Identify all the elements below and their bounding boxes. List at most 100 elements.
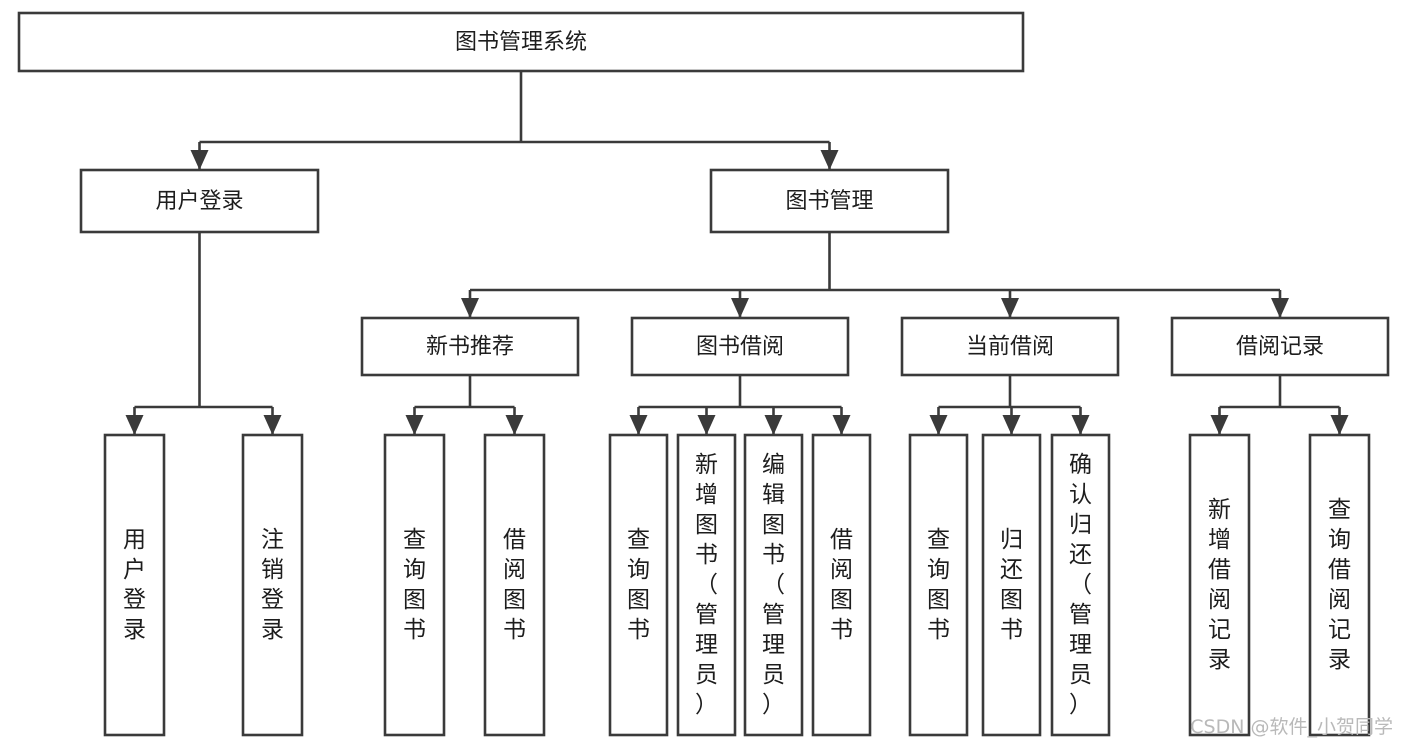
node-box xyxy=(383,433,446,737)
svg-text:增: 增 xyxy=(695,482,718,508)
node-label: 用户登录 xyxy=(123,527,146,643)
svg-text:书: 书 xyxy=(627,617,650,643)
svg-text:）: ） xyxy=(695,692,718,718)
node-root[interactable]: 图书管理系统 xyxy=(17,11,1025,73)
svg-text:查: 查 xyxy=(627,527,650,553)
arrow-head-icon xyxy=(190,150,209,170)
node-box xyxy=(241,433,304,737)
arrow-head-icon xyxy=(1271,298,1289,318)
svg-text:）: ） xyxy=(1069,692,1092,718)
node-box xyxy=(630,316,850,377)
svg-text:新: 新 xyxy=(1208,497,1231,523)
arrow-head-icon xyxy=(125,415,144,435)
svg-text:图: 图 xyxy=(503,587,526,613)
svg-text:（: （ xyxy=(762,572,785,598)
node-layer: 图书管理系统用户登录图书管理新书推荐图书借阅当前借阅借阅记录用户登录注销登录查询… xyxy=(17,11,1390,737)
svg-text:图: 图 xyxy=(627,587,650,613)
node-l2-borrow-book[interactable]: 图书借阅 xyxy=(630,316,850,377)
arrow-head-icon xyxy=(1330,415,1349,435)
svg-text:查: 查 xyxy=(403,527,426,553)
node-box xyxy=(1170,316,1390,377)
node-l2-new-book[interactable]: 新书推荐 xyxy=(360,316,580,377)
node-label: 图书借阅 xyxy=(696,335,784,360)
svg-text:图: 图 xyxy=(403,587,426,613)
svg-text:归: 归 xyxy=(1000,527,1023,553)
svg-text:书: 书 xyxy=(830,617,853,643)
svg-text:还: 还 xyxy=(1000,557,1023,583)
edge-group-l2-borrow-book xyxy=(629,375,851,435)
svg-text:书: 书 xyxy=(1000,617,1023,643)
svg-text:借: 借 xyxy=(1328,557,1351,583)
svg-text:阅: 阅 xyxy=(1208,587,1231,613)
svg-text:）: ） xyxy=(762,692,785,718)
svg-text:登: 登 xyxy=(123,587,146,613)
svg-text:借: 借 xyxy=(830,527,853,553)
node-box xyxy=(900,316,1120,377)
node-label: 当前借阅 xyxy=(966,335,1054,360)
svg-text:理: 理 xyxy=(695,632,718,658)
node-box xyxy=(79,168,320,234)
arrow-head-icon xyxy=(1071,415,1090,435)
node-box xyxy=(1308,433,1371,737)
svg-text:借: 借 xyxy=(1208,557,1231,583)
node-l2-current-borrow[interactable]: 当前借阅 xyxy=(900,316,1120,377)
node-box xyxy=(103,433,166,737)
node-leaf-user-login[interactable]: 用户登录 xyxy=(103,433,166,737)
arrow-head-icon xyxy=(629,415,648,435)
svg-text:阅: 阅 xyxy=(1328,587,1351,613)
svg-text:书: 书 xyxy=(927,617,950,643)
node-box xyxy=(811,433,872,737)
node-box xyxy=(908,433,969,737)
svg-text:阅: 阅 xyxy=(503,557,526,583)
node-l1-book-manage[interactable]: 图书管理 xyxy=(709,168,950,234)
node-label: 借阅记录 xyxy=(1236,335,1324,360)
svg-text:书: 书 xyxy=(403,617,426,643)
node-box xyxy=(981,433,1042,737)
svg-text:用: 用 xyxy=(123,527,146,553)
svg-text:书: 书 xyxy=(762,542,785,568)
svg-text:查: 查 xyxy=(927,527,950,553)
svg-text:理: 理 xyxy=(762,632,785,658)
node-box xyxy=(17,11,1025,73)
svg-text:录: 录 xyxy=(123,617,146,643)
svg-text:图: 图 xyxy=(830,587,853,613)
node-box xyxy=(709,168,950,234)
edge-group-l2-current-borrow xyxy=(929,375,1090,435)
node-l1-user-login[interactable]: 用户登录 xyxy=(79,168,320,234)
svg-text:询: 询 xyxy=(627,557,650,583)
svg-text:归: 归 xyxy=(1069,512,1092,538)
node-label: 图书管理 xyxy=(785,189,873,214)
node-l2-borrow-record[interactable]: 借阅记录 xyxy=(1170,316,1390,377)
svg-text:书: 书 xyxy=(695,542,718,568)
edge-group-l1-book-manage xyxy=(461,232,1289,318)
svg-text:编: 编 xyxy=(762,452,785,478)
arrow-head-icon xyxy=(405,415,424,435)
svg-text:记: 记 xyxy=(1208,617,1231,643)
svg-text:询: 询 xyxy=(1328,527,1351,553)
arrow-head-icon xyxy=(697,415,716,435)
edge-group-l2-borrow-record xyxy=(1210,375,1349,435)
svg-text:辑: 辑 xyxy=(762,482,785,508)
svg-text:销: 销 xyxy=(261,557,284,583)
